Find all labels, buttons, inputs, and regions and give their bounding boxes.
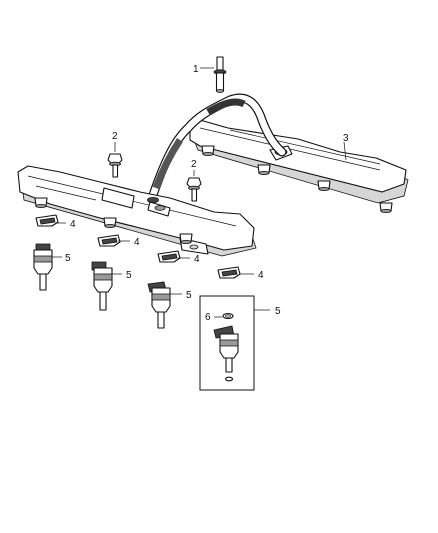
callout-labels: 1 2 2 3 4 4 4 4 5 5 5 5 6 (65, 64, 349, 323)
callout-1: 1 (193, 64, 199, 75)
bolt-part-2-upper (107, 153, 123, 178)
injector-part-5-b (91, 261, 113, 311)
callout-2-lower: 2 (191, 159, 197, 170)
callout-3: 3 (343, 133, 349, 144)
clip-part-4-c (157, 250, 181, 263)
injector-part-5-c (147, 281, 171, 329)
callout-4-b: 4 (134, 237, 140, 248)
clip-part-4-a (35, 214, 59, 227)
callout-4-a: 4 (70, 219, 76, 230)
callout-4-c: 4 (194, 254, 200, 265)
callout-5-d: 5 (275, 306, 281, 317)
clip-part-4-d (217, 266, 241, 279)
callout-5-c: 5 (186, 290, 192, 301)
fuel-rail-front (17, 165, 257, 257)
clip-part-4-b (97, 234, 121, 247)
bolt-part-1 (213, 56, 227, 93)
crossover-tube (147, 93, 287, 203)
callout-6: 6 (205, 312, 211, 323)
bolt-part-2-lower (186, 177, 202, 202)
callout-4-d: 4 (258, 270, 264, 281)
rear-rail-cups (201, 145, 393, 213)
callout-5-a: 5 (65, 253, 71, 264)
callout-5-b: 5 (126, 270, 132, 281)
fuel-rail-rear (189, 119, 409, 213)
o-ring-part-6 (222, 313, 234, 319)
injector-kit-inset (199, 295, 255, 391)
callout-2-upper: 2 (112, 131, 118, 142)
injector-part-5-a (33, 243, 53, 291)
front-rail-cups (34, 197, 193, 244)
leader-lines (52, 67, 347, 318)
